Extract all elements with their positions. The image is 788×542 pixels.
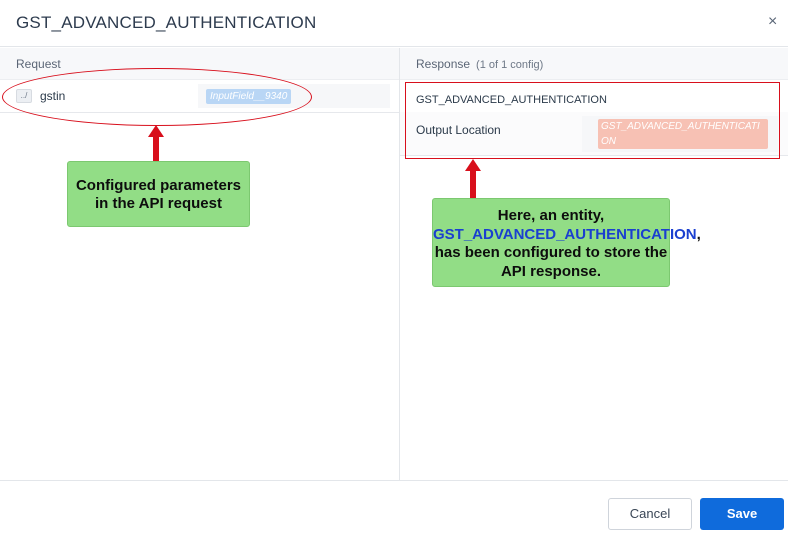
note-line: in the API request — [95, 195, 222, 212]
cancel-button[interactable]: Cancel — [608, 498, 692, 530]
note-text: , has been configured to store the API r… — [434, 225, 701, 280]
response-entity-name: GST_ADVANCED_AUTHENTICATION — [416, 94, 607, 106]
request-highlight-ellipse — [2, 68, 312, 126]
response-config-count: (1 of 1 config) — [476, 59, 544, 71]
response-annotation-note: Here, an entity, GST_ADVANCED_AUTHENTICA… — [432, 198, 701, 287]
request-annotation-note: Configured parameters in the API request — [67, 161, 250, 227]
response-panel: Response (1 of 1 config) GST_ADVANCED_AUT… — [400, 48, 788, 480]
up-arrow-icon — [465, 159, 481, 199]
note-entity-highlight: GST_ADVANCED_AUTHENTICATION — [433, 225, 697, 243]
response-highlight-box — [405, 82, 780, 159]
dialog-title: GST_ADVANCED_AUTHENTICATION — [16, 13, 317, 32]
output-location-row[interactable]: Output Location GST_ADVANCED_AUTHENTICAT… — [400, 112, 788, 156]
close-icon[interactable]: × — [768, 13, 778, 30]
response-header: Response (1 of 1 config) — [400, 48, 788, 80]
save-button[interactable]: Save — [700, 498, 784, 530]
up-arrow-icon — [148, 125, 164, 163]
note-text: Here, an entity, — [497, 207, 605, 224]
output-entity-chip[interactable]: GST_ADVANCED_AUTHENTICATION — [598, 119, 768, 149]
request-header-label: Request — [16, 57, 61, 71]
note-line: Configured parameters — [75, 177, 242, 194]
dialog-footer: Cancel Save — [0, 480, 788, 542]
response-header-label: Response — [416, 57, 471, 71]
dialog-header: GST_ADVANCED_AUTHENTICATION × — [0, 0, 788, 47]
output-location-label: Output Location — [416, 123, 501, 137]
